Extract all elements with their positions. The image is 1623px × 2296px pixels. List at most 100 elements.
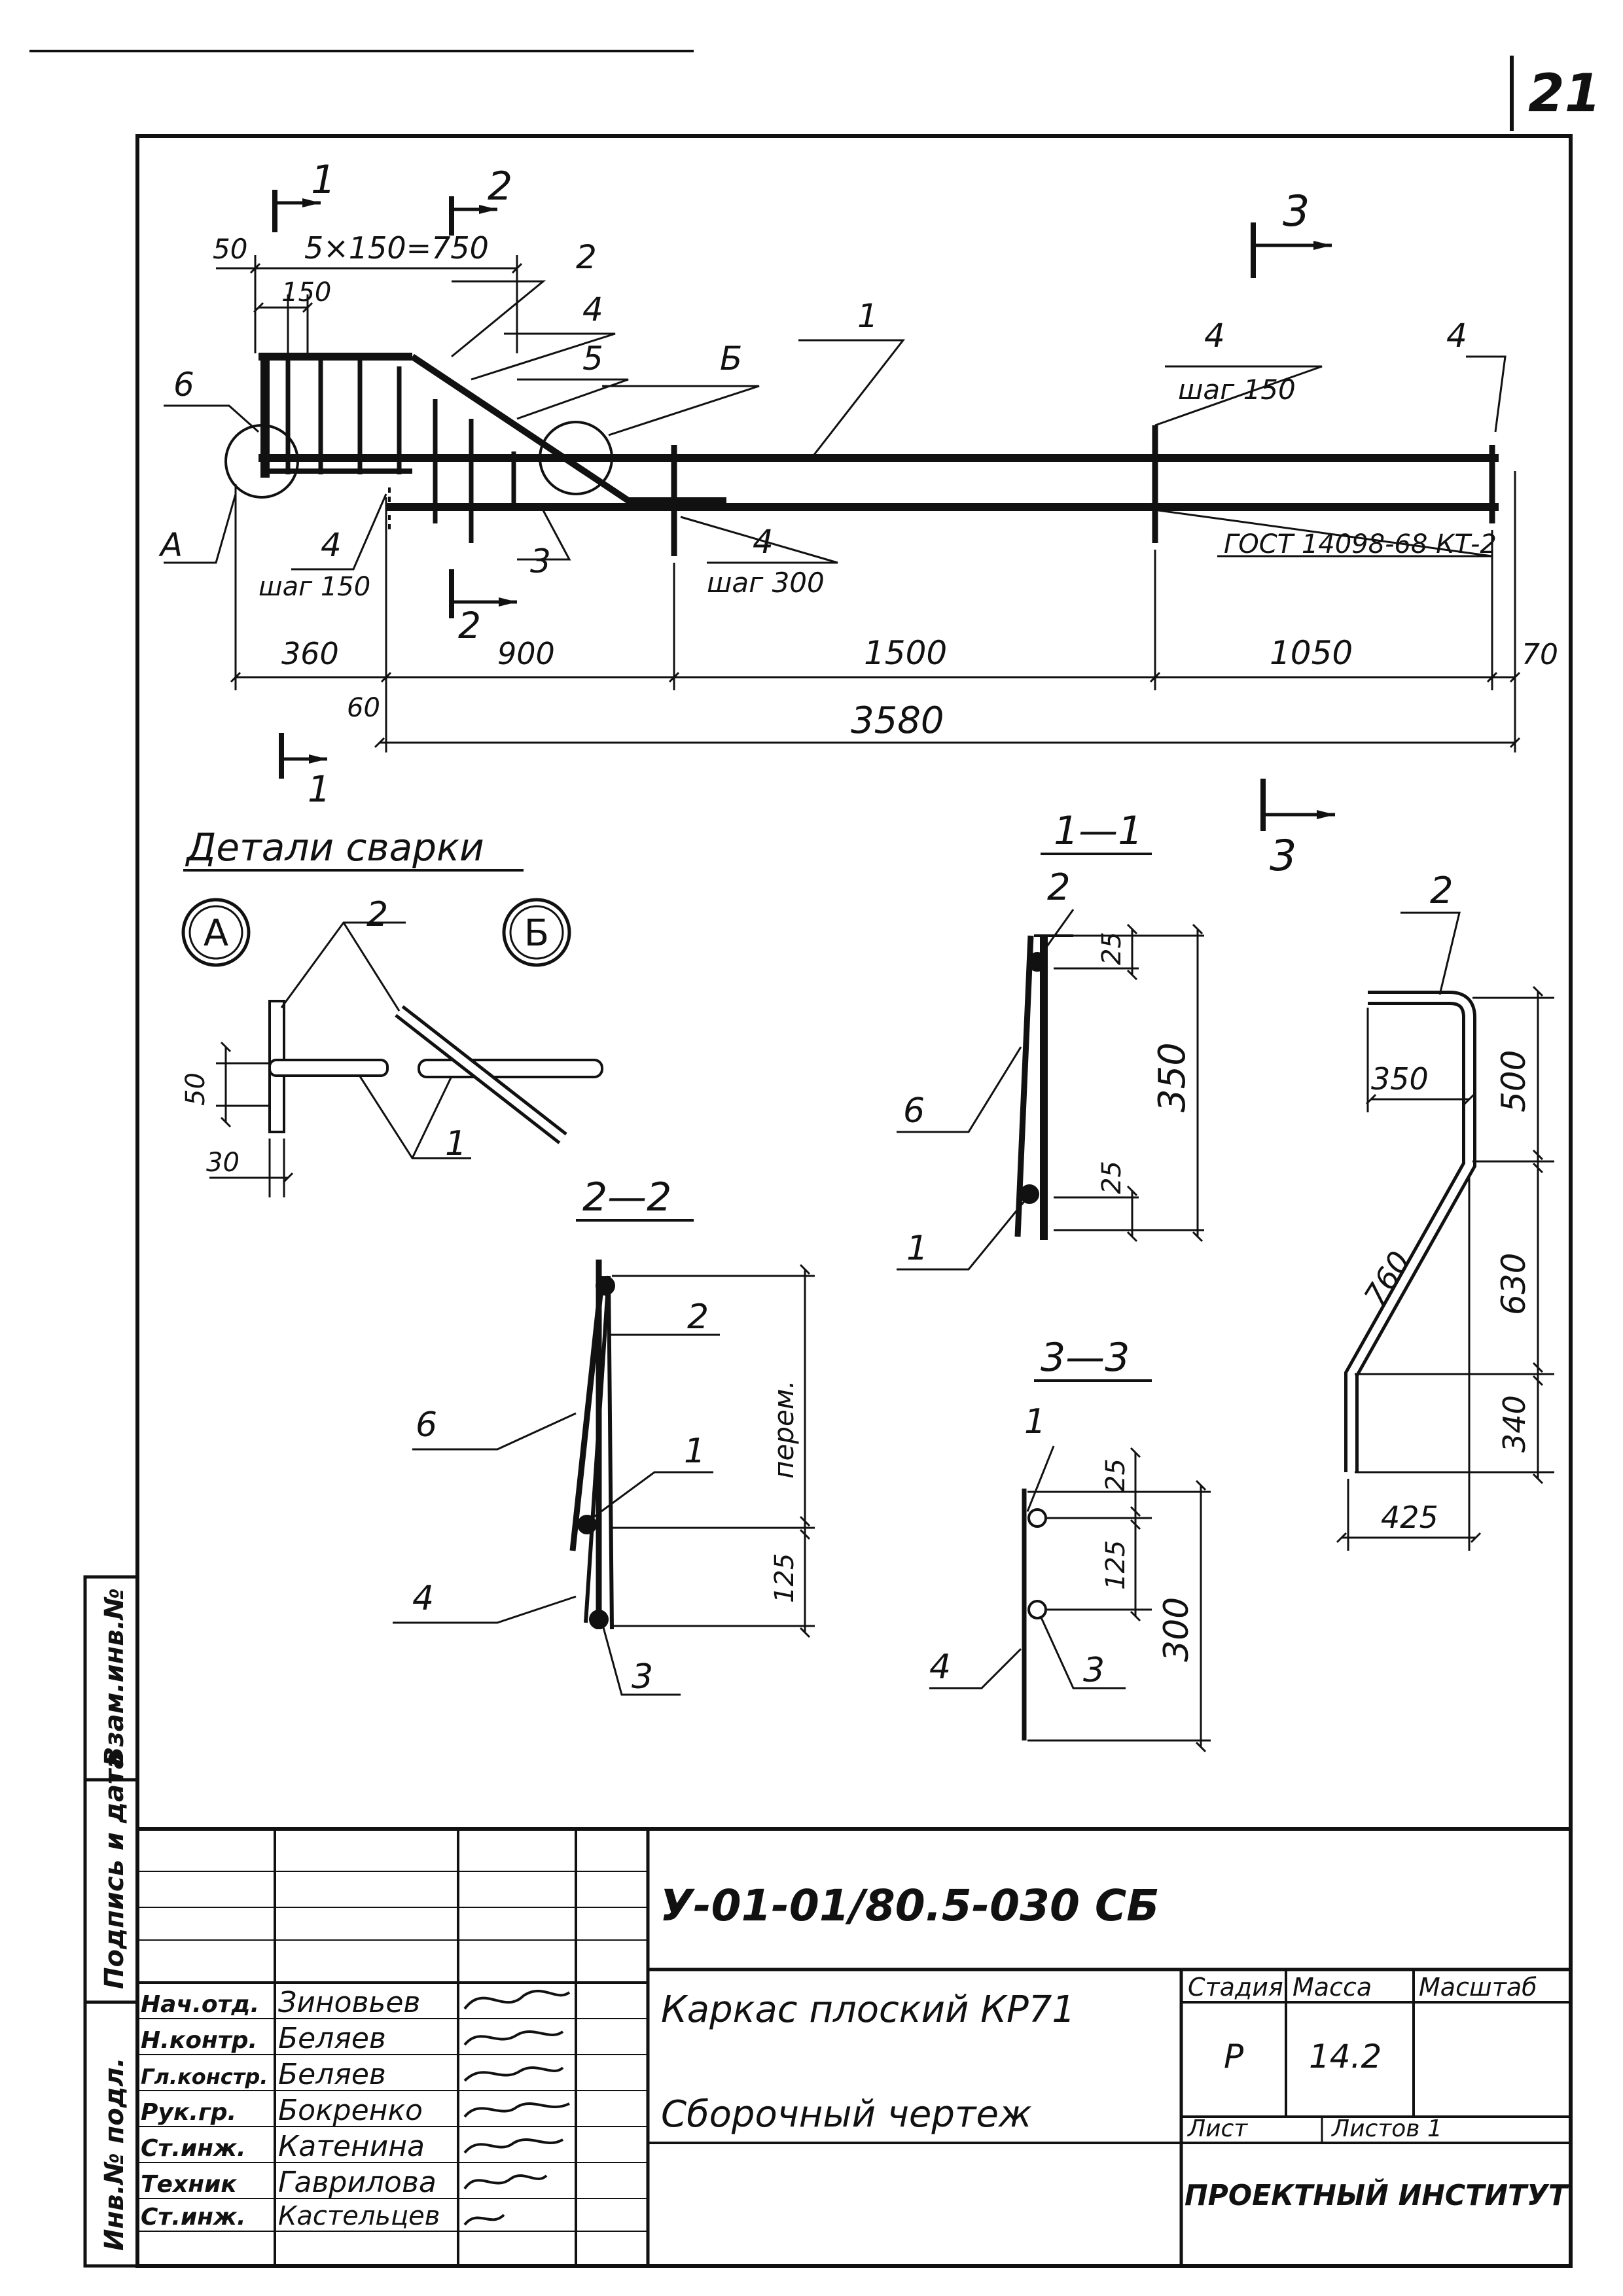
drawing-frame (135, 134, 1573, 2268)
section-1-1-d350: 350 (1151, 1042, 1194, 1112)
staff-role-1: Н.контр. (141, 2027, 257, 2054)
pos-4-bottom: 4 (753, 523, 774, 561)
staff-role-5: Техник (141, 2171, 238, 2198)
section-3-3-d125: 125 (1101, 1540, 1131, 1590)
section-3-3-title: 3—3 (1041, 1335, 1130, 1381)
stage-header: Стадия (1188, 1973, 1283, 2002)
bar-2-d630: 630 (1495, 1253, 1533, 1315)
section-1-1: 1—1 2 6 1 25 25 350 (897, 808, 1204, 1271)
callout-a-label: А (158, 526, 183, 564)
section-2-2-d125: 125 (770, 1553, 800, 1603)
main-view (164, 190, 1521, 831)
bar-2-d340: 340 (1497, 1395, 1532, 1453)
title-line-2: Сборочный чертеж (661, 2093, 1031, 2136)
bar-2-d350: 350 (1371, 1061, 1429, 1097)
section-3-3-pos-4: 4 (929, 1648, 951, 1687)
pos-4-mid: 4 (1204, 317, 1225, 355)
dim-360: 360 (281, 636, 339, 671)
section-mark-2-bottom: 2 (458, 605, 481, 646)
callout-b-label: Б (720, 340, 742, 378)
section-1-1-pos-2: 2 (1047, 866, 1071, 909)
main-view-labels: 1 2 3 2 1 3 50 5×150=750 150 2 4 5 Б 1 4… (158, 157, 1558, 881)
pos-2-top: 2 (576, 238, 597, 276)
section-1-1-d25b: 25 (1097, 1161, 1127, 1194)
page-header: 21 (29, 50, 1601, 131)
pitch-300: шаг 300 (707, 567, 825, 599)
staff-role-2: Гл.констр. (141, 2064, 268, 2089)
staff-role-4: Ст.инж. (141, 2135, 246, 2162)
dim-60: 60 (347, 693, 380, 723)
detail-a-circle (181, 898, 251, 967)
pos-3-left: 3 (530, 542, 551, 580)
section-2-2-var: перем. (768, 1380, 800, 1479)
section-3-3-d300: 300 (1157, 1597, 1196, 1662)
detail-b-circle (502, 898, 571, 967)
stage-value: Р (1224, 2038, 1244, 2075)
organization: ПРОЕКТНЫЙ ИНСТИТУТ (1185, 2178, 1569, 2212)
bar-2-d500: 500 (1495, 1050, 1533, 1112)
pos-1-top: 1 (857, 297, 878, 335)
signatures (463, 1989, 571, 2226)
page-number: 21 (1528, 63, 1601, 124)
pitch-150-left: шаг 150 (259, 572, 370, 602)
dim-1050: 1050 (1270, 634, 1353, 672)
section-2-2-pos-6: 6 (416, 1405, 437, 1445)
section-mark-1-bottom: 1 (308, 768, 330, 810)
dim-3580: 3580 (851, 699, 944, 742)
bar-2-bent (410, 353, 726, 504)
section-3-3-d25: 25 (1101, 1458, 1131, 1492)
section-1-1-pos-1: 1 (906, 1229, 928, 1268)
side-stamp-inv: Инв.№ подл. (99, 2057, 130, 2251)
staff-name-2: Беляев (278, 2058, 386, 2091)
title-line-1: Каркас плоский КР71 (661, 1988, 1075, 2031)
callout-circle-a (224, 424, 299, 499)
welding-title: Детали сварки (185, 825, 484, 870)
section-2-2-pos-4: 4 (412, 1579, 434, 1618)
pos-4-left: 4 (321, 526, 342, 564)
section-1-1-d25a: 25 (1097, 932, 1127, 965)
title-block: У-01-01/80.5-030 СБ Каркас плоский КР71 … (137, 1827, 1573, 2266)
side-stamp: Инв.№ подл. Подпись и дата Взам.инв.№ (83, 1575, 139, 2268)
sheets-label: Листов 1 (1330, 2115, 1442, 2142)
staff-table: Нач.отд. Зиновьев Н.контр. Беляев Гл.кон… (141, 1986, 440, 2231)
section-1-1-title: 1—1 (1054, 808, 1143, 854)
dim-150: 150 (281, 277, 331, 308)
section-2-2-pos-1: 1 (684, 1432, 705, 1471)
section-2-2: 2—2 2 6 1 4 3 перем. 125 (393, 1174, 815, 1697)
section-mark-3-top: 3 (1283, 187, 1310, 236)
dim-50: 50 (213, 233, 247, 265)
section-3-3: 3—3 1 4 3 25 125 300 (929, 1335, 1211, 1753)
detail-label-1: 1 (445, 1124, 467, 1163)
staff-role-6: Ст.инж. (141, 2204, 246, 2231)
callout-circle-b (539, 421, 613, 495)
detail-a-label: А (204, 912, 228, 955)
pos-4-top: 4 (582, 291, 603, 328)
gost-note: ГОСТ 14098-68 КТ-2 (1224, 529, 1497, 559)
dim-1500: 1500 (864, 634, 947, 672)
pos-5-top: 5 (582, 340, 603, 378)
side-stamp-replace: Взам.инв.№ (99, 1588, 130, 1767)
pitch-150-right: шаг 150 (1178, 374, 1296, 406)
staff-name-4: Катенина (278, 2130, 425, 2163)
weld-dim-50: 50 (181, 1072, 211, 1106)
staff-name-1: Беляев (278, 2022, 386, 2055)
pos-4-right: 4 (1446, 317, 1467, 355)
staff-name-6: Кастельцев (278, 2201, 440, 2231)
scale-header: Масштаб (1419, 1973, 1537, 2002)
detail-b-label: Б (524, 912, 549, 955)
mass-value: 14.2 (1309, 2038, 1382, 2075)
bar-2-label: 2 (1430, 870, 1454, 912)
pos-6-left: 6 (173, 366, 194, 404)
dim-5x150: 5×150=750 (304, 230, 489, 266)
section-2-2-pos-3: 3 (632, 1657, 653, 1697)
welding-details: Детали сварки А Б 2 (181, 825, 603, 1197)
section-mark-2-top: 2 (488, 164, 512, 209)
section-3-3-pos-3: 3 (1083, 1651, 1105, 1690)
bar-2-detail: 2 350 500 760 630 340 425 (1336, 870, 1554, 1551)
section-mark-1-top: 1 (311, 157, 336, 203)
staff-name-5: Гаврилова (278, 2166, 437, 2199)
detail-label-2: 2 (366, 895, 388, 934)
designation: У-01-01/80.5-030 СБ (660, 1881, 1159, 1931)
weld-dim-30: 30 (206, 1148, 240, 1178)
